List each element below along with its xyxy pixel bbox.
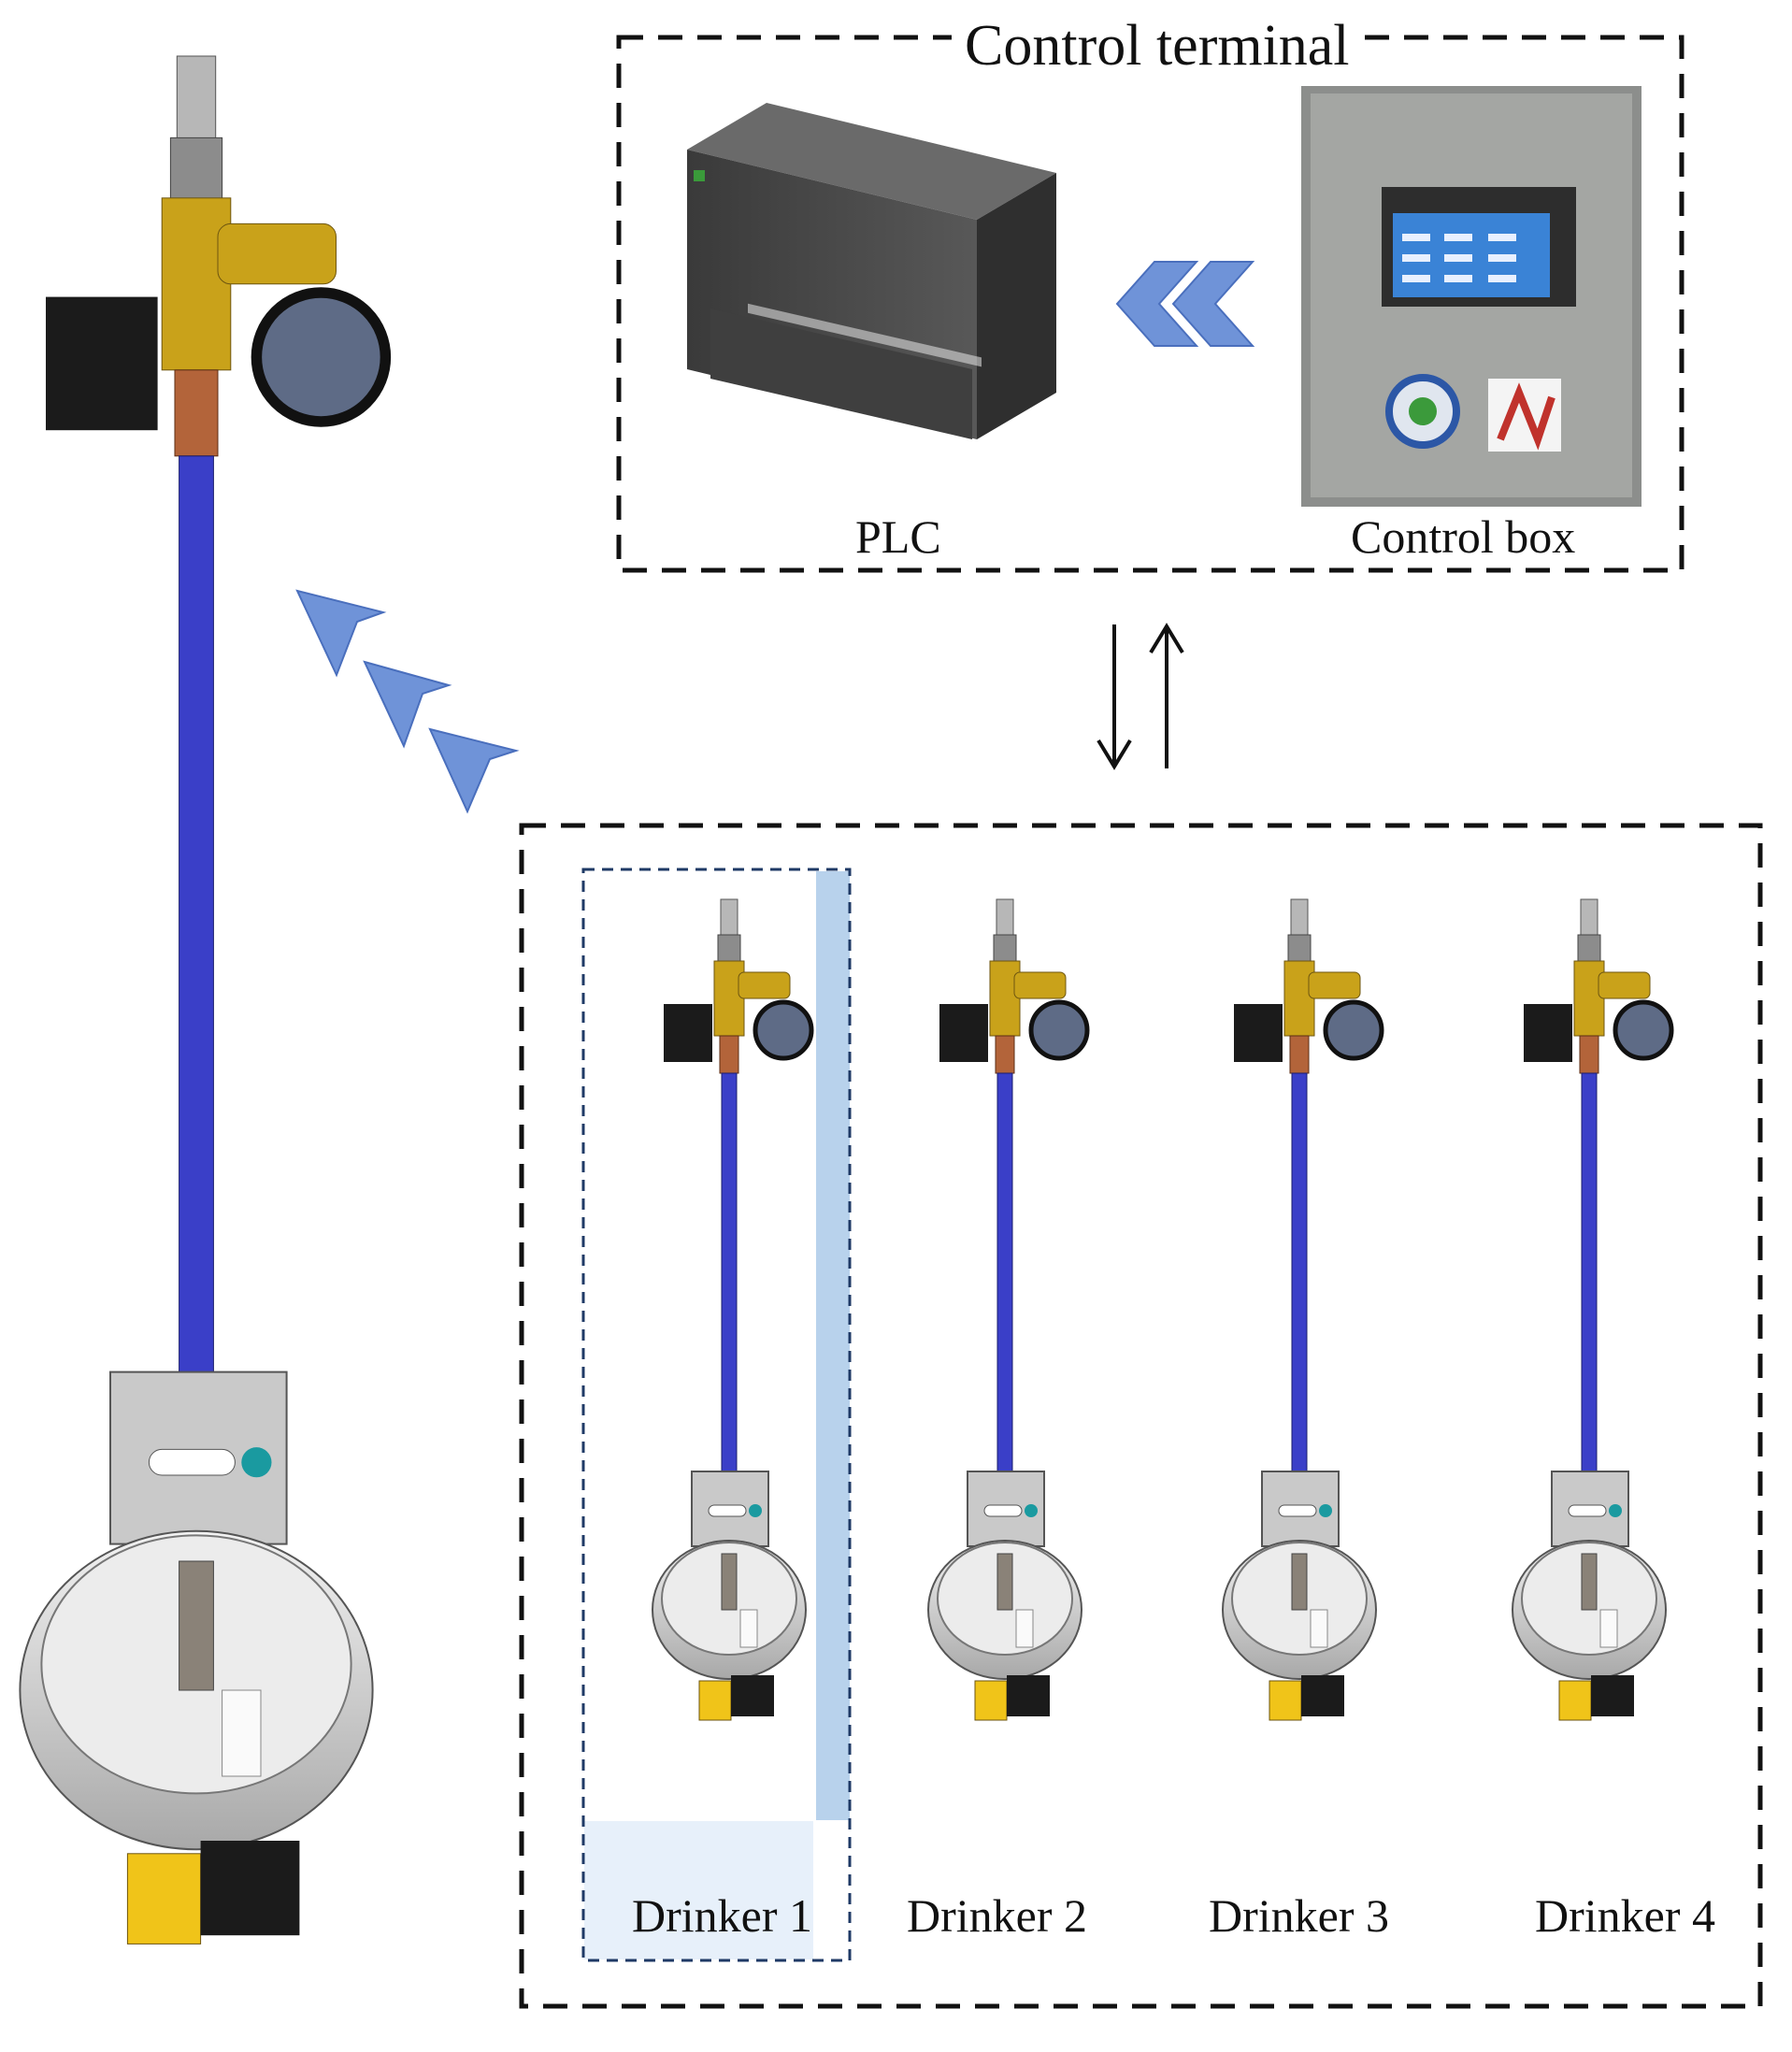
drinkers-border	[519, 823, 1763, 2009]
drinker-2-label: Drinker 2	[907, 1889, 1087, 1942]
highlight-bar	[816, 871, 850, 1820]
highlight-label-bg	[584, 1821, 813, 1959]
control-terminal-title: Control terminal	[952, 13, 1363, 79]
drinker-4-label: Drinker 4	[1535, 1889, 1715, 1942]
drinker-3-icon	[1222, 898, 1384, 1721]
drinker-1-label: Drinker 1	[632, 1889, 812, 1942]
chevron-up-left-icon	[295, 589, 520, 814]
selection-border	[581, 868, 852, 1962]
control-box-label: Control box	[1351, 510, 1576, 563]
enlarged-drinker-icon	[19, 55, 392, 1944]
drinker-3-label: Drinker 3	[1209, 1889, 1389, 1942]
bidirectional-arrows	[1097, 623, 1184, 770]
drinkers-layer	[652, 898, 1674, 1721]
chevron-left-icon	[1115, 261, 1255, 347]
control-box-icon	[1301, 86, 1641, 507]
drinker-4-icon	[1512, 898, 1674, 1721]
drinker-1-icon	[652, 898, 814, 1721]
plc-label: PLC	[855, 510, 941, 563]
enlarged-drinker	[19, 55, 392, 1944]
drinker-2-icon	[927, 898, 1090, 1721]
plc-icon	[687, 103, 1056, 439]
